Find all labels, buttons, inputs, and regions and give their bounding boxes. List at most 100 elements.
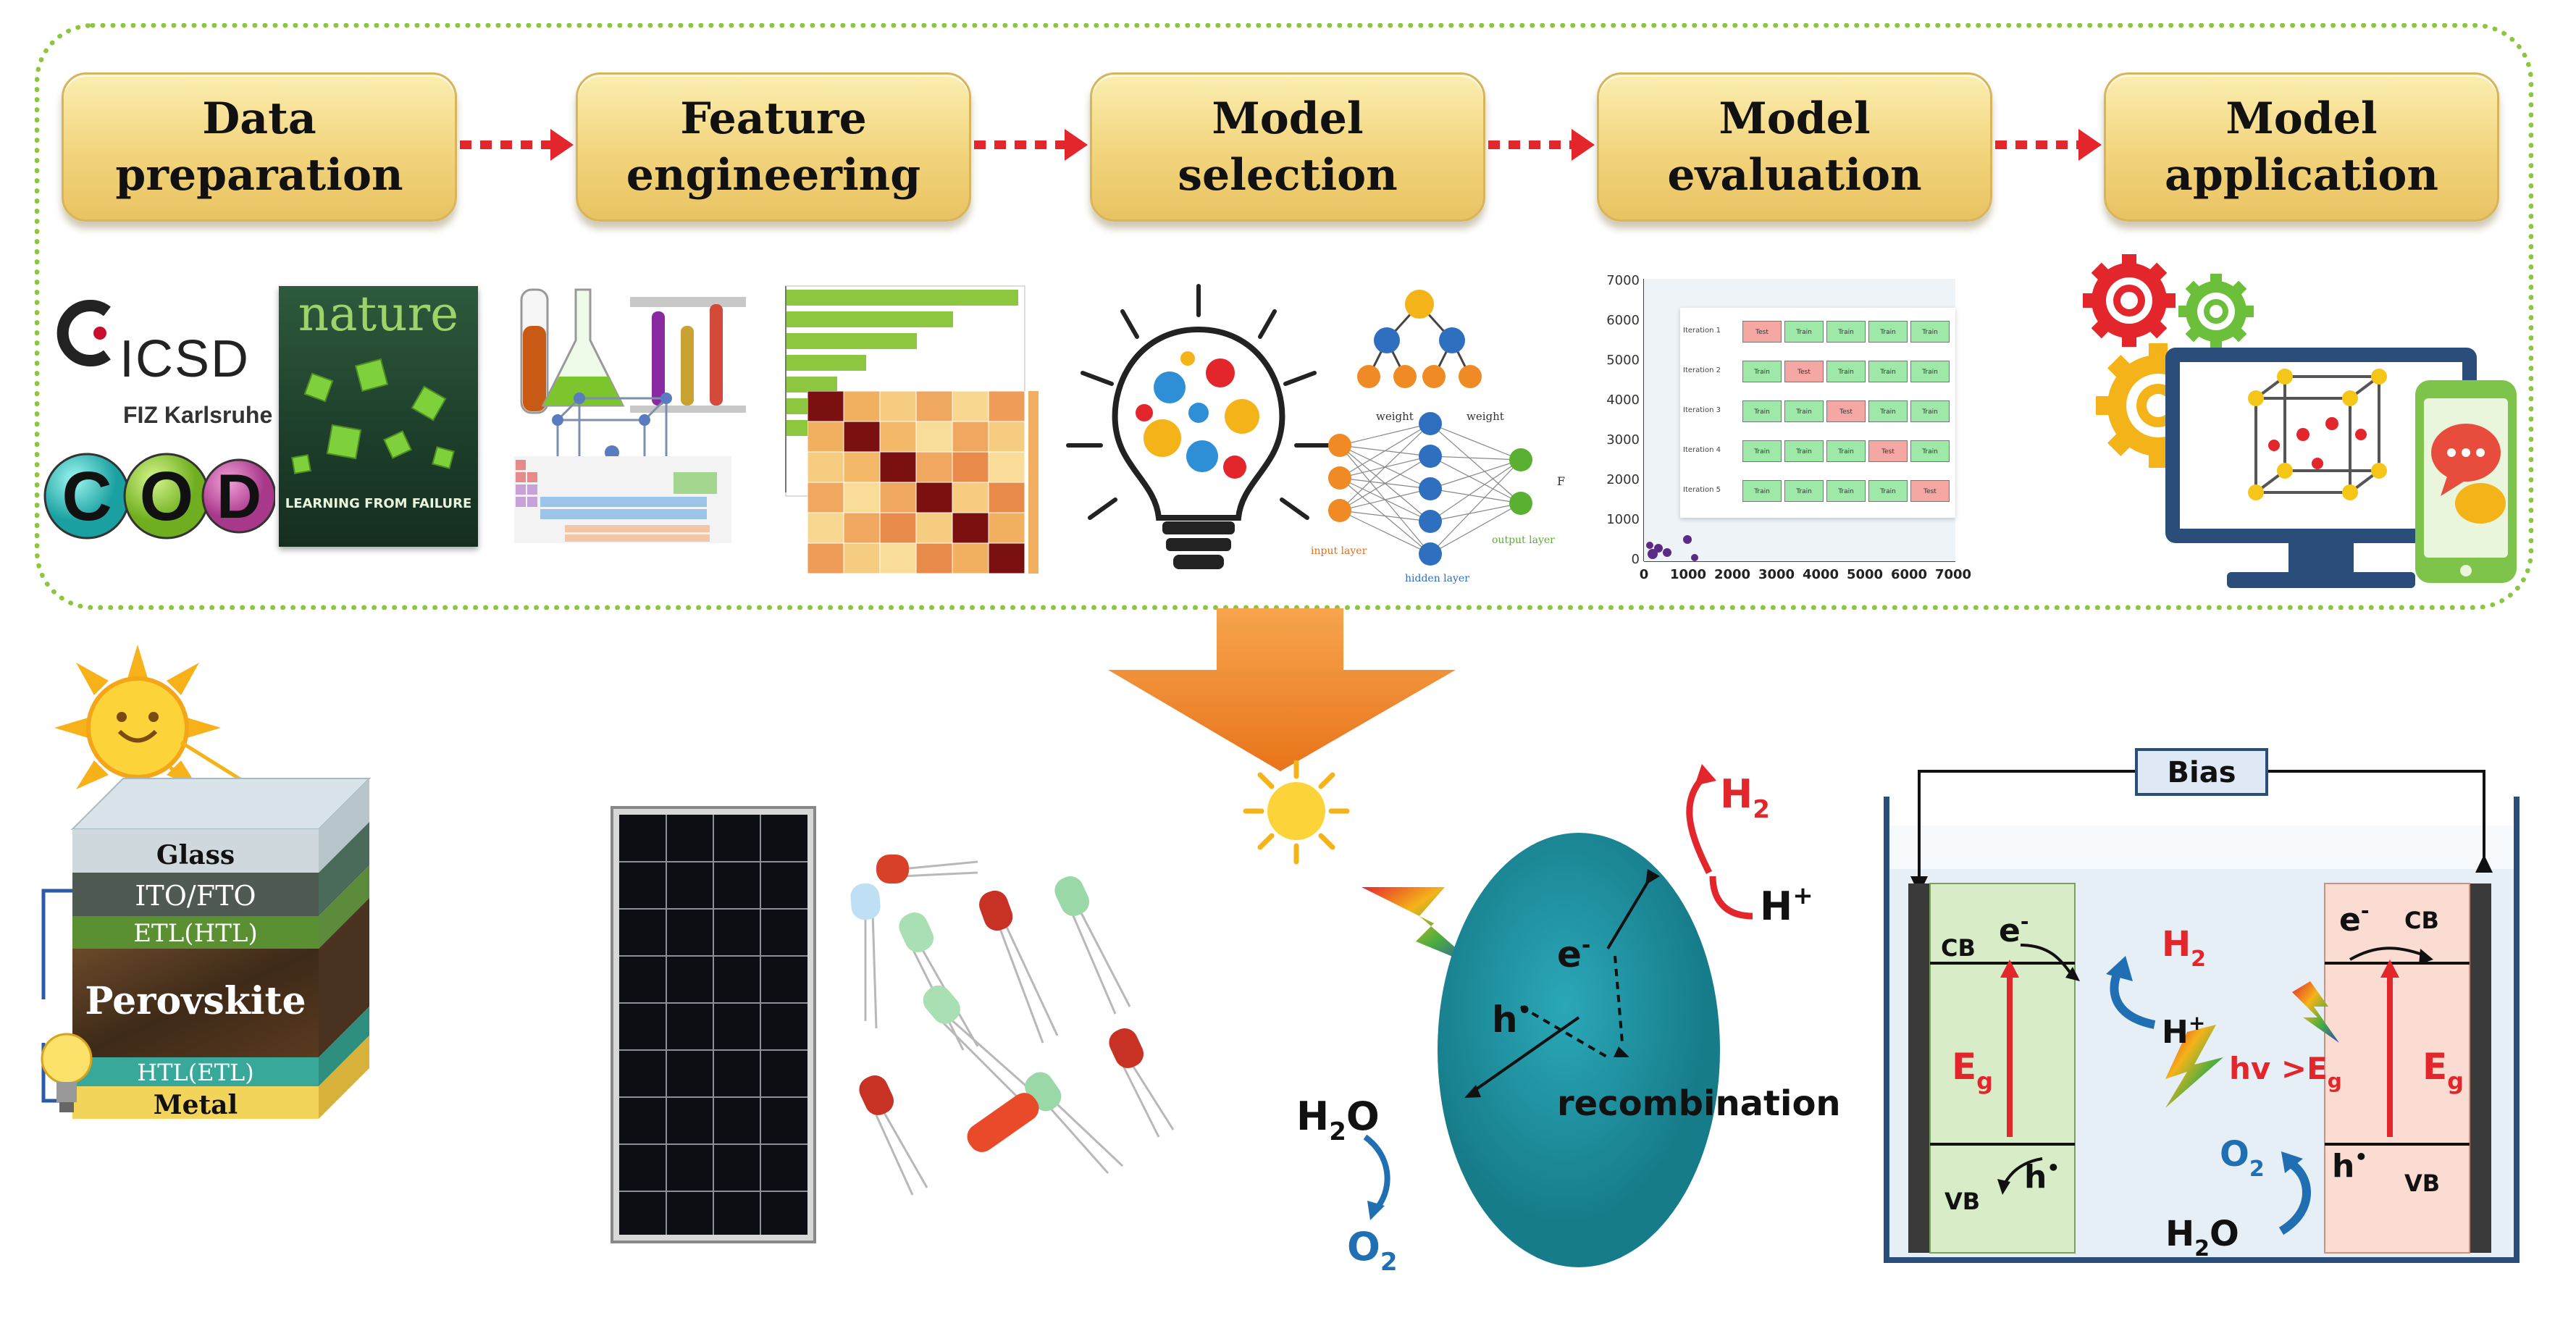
train-fold-cell: Train: [1742, 440, 1782, 462]
svg-text:H2: H2: [1720, 771, 1770, 824]
big-down-arrow: [1108, 608, 1456, 771]
layer-label-htl: HTL(ETL): [137, 1059, 253, 1086]
x-tick-label: 7000: [1934, 567, 1972, 582]
svg-text:e-: e-: [1557, 933, 1590, 975]
flow-arrows: [460, 129, 2102, 161]
icsd-org: FIZ Karlsruhe: [123, 402, 273, 428]
x-tick-label: 4000: [1802, 567, 1839, 582]
electron-symbol: e: [1999, 912, 2021, 949]
train-fold-cell: Train: [1742, 400, 1782, 422]
electron-symbol: e: [1557, 933, 1582, 975]
output-symbol: F: [1557, 474, 1565, 488]
hplus-charge: +: [1792, 881, 1813, 910]
eg-symbol: E: [1952, 1046, 1976, 1088]
hplus-symbol: H: [1760, 883, 1792, 929]
electron-charge: -: [2361, 899, 2370, 923]
journal-cover: nature LEARNING FROM FAILURE: [279, 286, 478, 547]
smartphone-chat-icon: [2415, 380, 2517, 583]
weight-label: weight: [1467, 410, 1504, 423]
test-fold-cell: Test: [1868, 440, 1908, 462]
h2o-symbol: H: [2165, 1214, 2194, 1254]
step-line: Model: [2225, 93, 2378, 144]
svg-text:H+: H+: [1760, 881, 1813, 929]
h2o-subscript: 2: [2194, 1236, 2210, 1262]
x-tick-label: 0: [1639, 567, 1649, 582]
catalyst-particle: [1438, 833, 1720, 1267]
x-tick-label: 6000: [1890, 567, 1928, 582]
output-layer-label: output layer: [1492, 534, 1555, 546]
o2-symbol: O: [2220, 1134, 2249, 1175]
layer-label-glass: Glass: [156, 840, 235, 870]
x-tick-label: 3000: [1758, 567, 1795, 582]
eg-subscript: g: [2447, 1067, 2464, 1095]
hole-symbol: h: [1492, 999, 1518, 1041]
h2o-tail: O: [2210, 1214, 2239, 1254]
icsd-name: ICSD: [119, 330, 251, 388]
train-fold-cell: Train: [1826, 361, 1866, 382]
iteration-label: Iteration 4: [1683, 446, 1721, 454]
decision-tree-icon: [1357, 290, 1482, 388]
x-tick-label: 5000: [1846, 567, 1884, 582]
svg-text:Eg: Eg: [1952, 1046, 1993, 1095]
svg-text:hv >Eg: hv >Eg: [2229, 1051, 2342, 1093]
input-layer-label: input layer: [1311, 545, 1367, 557]
electron-symbol: e: [2339, 902, 2361, 939]
train-fold-cell: Train: [1910, 440, 1950, 462]
correlation-heatmap: [807, 391, 1039, 574]
hidden-layer-label: hidden layer: [1405, 573, 1469, 584]
recombination-label: recombination: [1557, 1083, 1841, 1124]
solar-cell-layer-stack: Glass ITO/FTO ETL(HTL) Perovskite HTL(ET…: [41, 778, 372, 1120]
svg-text:O2: O2: [1347, 1224, 1398, 1277]
vb-label-left: VB: [1944, 1188, 1980, 1215]
hole-charge: •: [2047, 1156, 2060, 1180]
svg-text:H2O: H2O: [2165, 1214, 2239, 1262]
hole-charge: •: [1518, 998, 1532, 1023]
svg-text:O2: O2: [2220, 1134, 2265, 1182]
lab-glassware-icon: [514, 288, 746, 543]
step-model-application: Model application: [2104, 72, 2499, 222]
electron-charge: -: [2021, 910, 2029, 933]
svg-text:Eg: Eg: [2422, 1046, 2464, 1095]
h2o-tail: O: [1346, 1094, 1380, 1139]
hole-symbol: h: [2332, 1148, 2354, 1185]
electron-charge: -: [1582, 933, 1590, 958]
cod-letter: D: [217, 462, 261, 532]
eg-symbol: E: [2422, 1046, 2447, 1088]
y-tick-label: 6000: [1606, 313, 1640, 328]
y-tick-label: 5000: [1606, 353, 1640, 368]
light-bolt-icon: [2165, 1025, 2223, 1108]
o2-subscript: 2: [2249, 1157, 2265, 1182]
y-tick-label: 3000: [1606, 432, 1640, 448]
icsd-logo-icon: [56, 300, 111, 366]
train-fold-cell: Train: [1742, 361, 1782, 382]
layer-label-etl: ETL(HTL): [133, 919, 258, 948]
light-bolt-icon: [2292, 981, 2339, 1043]
journal-title: nature: [298, 286, 459, 342]
hole-charge: •: [2354, 1145, 2367, 1169]
step-line: preparation: [115, 150, 403, 201]
flow-arrow-head: [550, 129, 574, 161]
hv-subscript: g: [2328, 1069, 2342, 1093]
computer-monitor-icon: [2165, 348, 2477, 588]
y-tick-label: 1000: [1606, 512, 1640, 527]
hv-label: hv >E: [2229, 1051, 2328, 1086]
photocatalysis-diagram: e- h• recombination H2 H+ H2O O2: [1243, 760, 1841, 1277]
y-tick-label: 4000: [1606, 393, 1640, 408]
feature-importance-chart: [785, 285, 1025, 497]
vb-label-right: VB: [2404, 1170, 2440, 1197]
solar-panel-icon: [611, 806, 816, 1243]
hplus-charge: +: [2189, 1011, 2205, 1035]
train-fold-cell: Train: [1784, 480, 1824, 502]
step-model-selection: Model selection: [1090, 72, 1485, 222]
light-bulb-icon: [41, 1033, 93, 1112]
test-fold-cell: Test: [1910, 480, 1950, 502]
svg-text:H2O: H2O: [1296, 1094, 1380, 1146]
train-fold-cell: Train: [1910, 321, 1950, 343]
layer-label-metal: Metal: [154, 1090, 238, 1120]
step-feature-engineering: Feature engineering: [576, 72, 971, 222]
led-components-icon: [850, 855, 1175, 1196]
train-fold-cell: Train: [1868, 321, 1908, 343]
step-line: Model: [1212, 93, 1364, 144]
svg-text:h•: h•: [2024, 1156, 2060, 1196]
